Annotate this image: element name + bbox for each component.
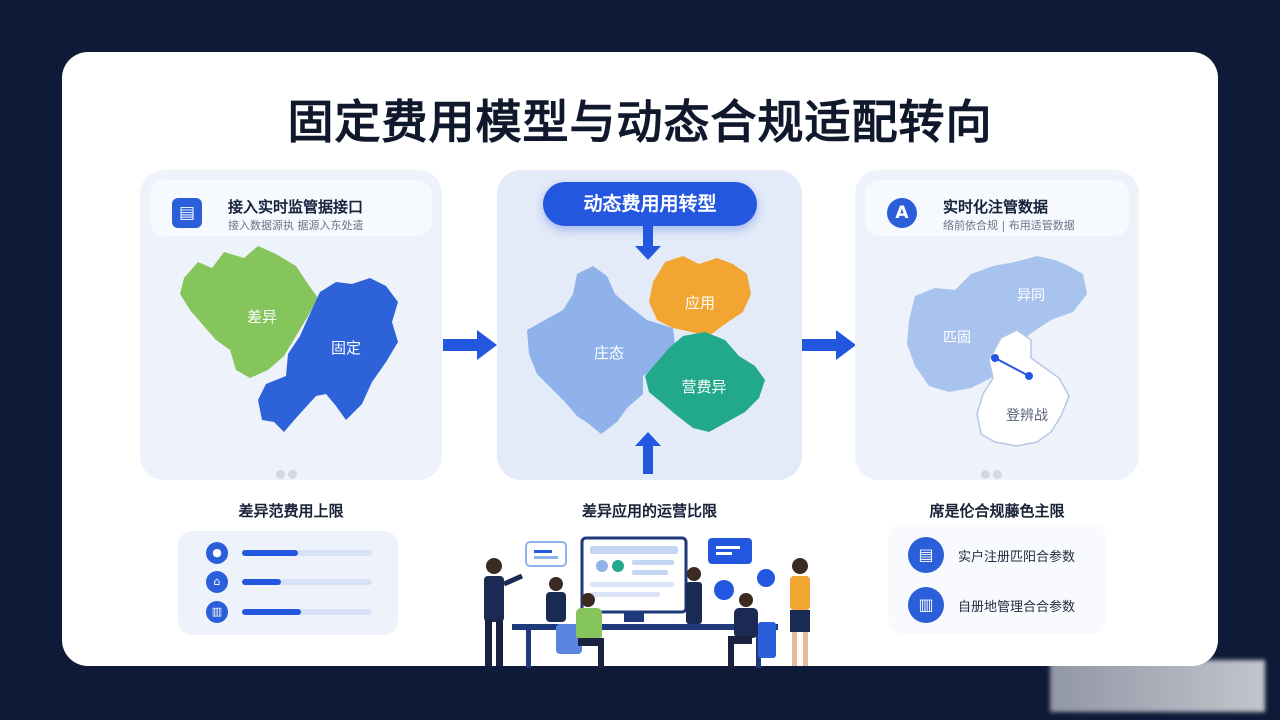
person-figure — [686, 567, 702, 624]
region-teal — [645, 332, 765, 432]
region-label-white: 登辨战 — [1006, 408, 1048, 424]
right-panel-header: A 实时化注管数据 络前依合规 | 布用适管数据 — [865, 180, 1129, 236]
watermark — [1050, 660, 1265, 712]
limit-fill — [242, 609, 301, 615]
region-label-orange: 应用 — [685, 294, 715, 312]
rule-text: 实户注册匹阳合参数 — [958, 550, 1076, 565]
left-panel: ▤ 接入实时监管据接口 接入数据源执 据源入东处遣 差异 固定 — [140, 170, 442, 480]
left-region-map: 差异 固定 — [180, 246, 398, 432]
region-lightblue — [907, 256, 1087, 392]
limit-track — [242, 550, 372, 556]
region-green — [180, 246, 318, 378]
building-icon: ▥ — [206, 601, 228, 623]
limit-fill — [242, 579, 281, 585]
location-pin-icon: ● — [206, 542, 228, 564]
right-panel-subtitle: 络前依合规 | 布用适管数据 — [943, 219, 1075, 232]
compliance-a-icon: A — [887, 198, 917, 228]
arrow-up-icon — [635, 432, 661, 474]
region-label-left: 匹固 — [943, 330, 971, 346]
region-blue — [258, 278, 398, 432]
person-figure — [576, 593, 604, 668]
caption-right: 席是伦合规藤色主限 — [929, 502, 1065, 520]
connector-dot — [991, 354, 999, 362]
limit-track — [242, 579, 372, 585]
connector-line — [994, 357, 1030, 377]
limit-track — [242, 609, 372, 615]
home-icon: ⌂ — [206, 571, 228, 593]
region-label-green: 差异 — [247, 308, 277, 326]
left-panel-title: 接入实时监管据接口 — [228, 198, 364, 216]
arrow-right-icon — [443, 330, 497, 360]
chat-bubble-icon — [714, 580, 734, 600]
left-panel-header: ▤ 接入实时监管据接口 接入数据源执 据源入东处遣 — [150, 180, 432, 236]
connector-dot — [1025, 372, 1033, 380]
caption-middle: 差异应用的运营比限 — [581, 502, 717, 520]
chat-bubble-icon — [708, 538, 752, 564]
region-label-blue: 固定 — [331, 339, 361, 357]
region-label-top: 异同 — [1017, 288, 1045, 304]
store-icon: ▥ — [908, 587, 944, 623]
middle-region-map: 庄态 应用 营费异 — [527, 226, 765, 474]
region-label-teal: 营费异 — [681, 378, 726, 396]
right-panel: A 实时化注管数据 络前依合规 | 布用适管数据 异同 匹固 登辨战 — [855, 170, 1139, 480]
region-label-lightblue: 庄态 — [594, 344, 624, 362]
region-white — [976, 329, 1070, 447]
region-orange — [649, 256, 751, 336]
limit-fill — [242, 550, 298, 556]
team-illustration — [484, 536, 810, 668]
right-region-map: 异同 匹固 登辨战 — [907, 256, 1087, 447]
person-figure — [546, 577, 566, 622]
right-panel-title: 实时化注管数据 — [943, 198, 1049, 216]
person-figure — [484, 558, 524, 666]
pagination-dots — [981, 464, 1005, 479]
chat-bubble-icon — [525, 541, 567, 567]
caption-left: 差异范费用上限 — [238, 502, 344, 520]
database-icon: ▤ — [172, 198, 202, 228]
limit-sliders-box: ● ⌂ ▥ — [178, 531, 398, 635]
page-title: 固定费用模型与动态合规适配转向 — [287, 95, 993, 149]
rules-box: ▤ 实户注册匹阳合参数 ▥ 自册地管理合合参数 — [888, 524, 1106, 634]
person-figure — [790, 558, 810, 666]
person-figure — [728, 593, 758, 668]
middle-panel: 庄态 应用 营费异 — [497, 170, 802, 480]
arrow-down-icon — [635, 226, 661, 260]
desk — [512, 624, 778, 630]
left-panel-subtitle: 接入数据源执 据源入东处遣 — [228, 219, 364, 232]
pagination-dots — [276, 464, 300, 479]
region-lightblue — [527, 266, 675, 434]
chat-bubble-icon — [757, 569, 775, 587]
arrow-right-icon — [802, 330, 856, 360]
rule-text: 自册地管理合合参数 — [958, 600, 1076, 615]
document-icon: ▤ — [908, 537, 944, 573]
dynamic-model-pill: 动态费用用转型 — [543, 182, 757, 226]
